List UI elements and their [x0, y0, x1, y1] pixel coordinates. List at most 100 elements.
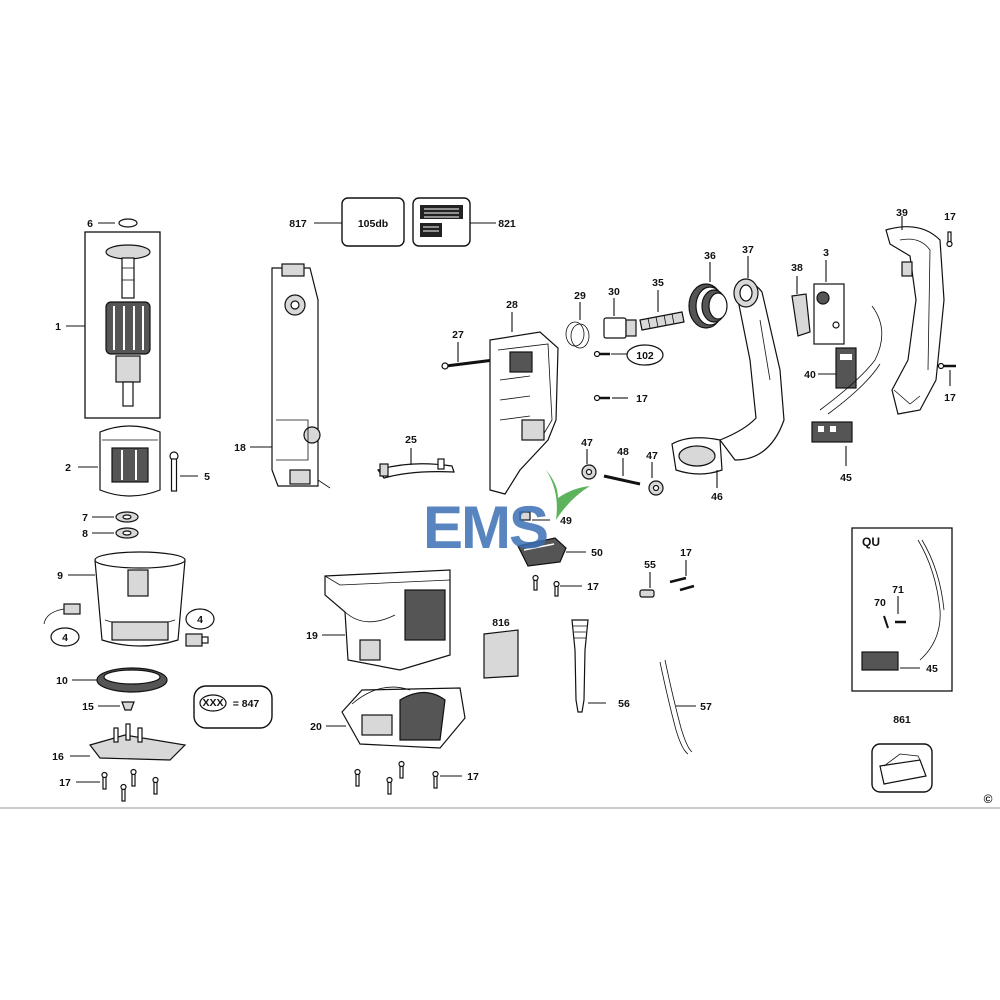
part-label-18: 18	[234, 442, 246, 454]
part-label-861: 861	[893, 714, 911, 726]
part-label-17d: 17	[944, 211, 956, 223]
part-2-stator	[99, 425, 161, 497]
noise-rating-label	[341, 197, 405, 247]
part-55-cable-clamp	[639, 589, 655, 598]
part-18-gear-assembly	[271, 263, 331, 489]
qu-kit-title: QU	[862, 535, 880, 549]
noise-rating-text: 105db	[358, 218, 388, 230]
part-label-5: 5	[204, 471, 210, 483]
xxx-847-badge	[193, 685, 273, 729]
part-17-screw-mid	[593, 394, 610, 402]
part-6-ring	[118, 218, 138, 228]
part-label-29: 29	[574, 290, 586, 302]
part-label-4a: 4	[62, 632, 68, 644]
part-label-17a: 17	[59, 777, 71, 789]
nameplate-label	[412, 197, 471, 247]
part-816-label-sheet	[483, 629, 519, 679]
part-28-housing-half	[489, 331, 559, 495]
part-label-816: 816	[492, 617, 510, 629]
part-label-45a: 45	[840, 472, 852, 484]
ems-watermark: EMS	[423, 470, 590, 561]
part-17-screws-near-clamp	[669, 576, 695, 592]
part-17-screw-right-top	[946, 231, 953, 248]
xxx-badge-value: = 847	[233, 698, 260, 710]
part-label-17f: 17	[587, 581, 599, 593]
part-4-brush-holder-right	[185, 633, 209, 647]
part-label-40: 40	[804, 369, 816, 381]
part-label-36: 36	[704, 250, 716, 262]
armature-frame	[84, 231, 161, 419]
part-861-carry-case	[871, 743, 933, 793]
part-1-armature	[105, 244, 151, 407]
part-17-screws-center-bottom	[354, 760, 439, 795]
part-45-cable-assembly	[811, 305, 883, 443]
part-label-50: 50	[591, 547, 603, 559]
part-49-clip	[519, 511, 531, 521]
part-label-56: 56	[618, 698, 630, 710]
part-label-821: 821	[498, 218, 516, 230]
part-17-screws-bottom-left	[101, 768, 159, 802]
part-label-57: 57	[700, 701, 712, 713]
part-30-block	[603, 317, 637, 339]
part-label-3: 3	[823, 247, 829, 259]
part-19-housing-cover	[324, 569, 451, 671]
xxx-badge-text: XXX	[202, 697, 223, 709]
part-label-20: 20	[310, 721, 322, 733]
part-9-motor-housing	[94, 551, 186, 647]
part-label-6: 6	[87, 218, 93, 230]
part-label-49: 49	[560, 515, 572, 527]
part-37-side-handle	[719, 278, 785, 461]
part-16-base-plate	[88, 723, 187, 761]
part-36-grip-ring	[688, 283, 728, 329]
part-label-1: 1	[55, 321, 61, 333]
part-label-4b: 4	[197, 614, 203, 626]
part-3-switch	[813, 283, 845, 345]
part-57-power-cable	[659, 659, 693, 755]
part-label-30: 30	[608, 286, 620, 298]
part-label-45b: 45	[926, 663, 938, 675]
part-17-screws-under-bracket	[532, 574, 560, 597]
part-38-trigger	[791, 293, 811, 337]
part-label-15: 15	[82, 701, 94, 713]
part-50-bracket	[517, 537, 567, 567]
part-46-handle-end	[671, 437, 723, 475]
part-label-70: 70	[874, 597, 886, 609]
part-label-7: 7	[82, 512, 88, 524]
part-102-screw	[593, 350, 610, 358]
part-label-46: 46	[711, 491, 723, 503]
part-label-71: 71	[892, 584, 904, 596]
part-4-brush-left	[43, 603, 81, 625]
part-35-spring-rod	[639, 311, 685, 331]
part-label-17g: 17	[680, 547, 692, 559]
part-56-cord-guard	[571, 619, 589, 713]
brush-ref-oval-left	[50, 627, 80, 647]
part-label-16: 16	[52, 751, 64, 763]
part-label-27: 27	[452, 329, 464, 341]
part-20-lower-housing	[341, 686, 466, 749]
part-label-17e: 17	[944, 392, 956, 404]
part-label-48: 48	[617, 446, 629, 458]
part-label-10: 10	[56, 675, 68, 687]
part-label-37: 37	[742, 244, 754, 256]
part-5-screw	[169, 451, 179, 492]
part-label-38: 38	[791, 262, 803, 274]
part-29-spring	[565, 321, 590, 349]
part-70-spring	[883, 615, 889, 629]
brush-ref-oval-right	[185, 608, 215, 630]
part-label-817: 817	[289, 218, 307, 230]
part-label-28: 28	[506, 299, 518, 311]
part-8-bearing	[115, 527, 139, 539]
part-40-electronic-module	[835, 347, 857, 389]
part-label-2: 2	[65, 462, 71, 474]
part-label-47a: 47	[581, 437, 593, 449]
svg-text:EMS: EMS	[423, 494, 547, 561]
part-label-55: 55	[644, 559, 656, 571]
part-label-9: 9	[57, 570, 63, 582]
part-7-bearing	[115, 511, 139, 523]
part-label-47b: 47	[646, 450, 658, 462]
part-label-25: 25	[405, 434, 417, 446]
part-25-lever	[377, 458, 455, 479]
qu-kit-frame	[851, 527, 953, 692]
part-47-bushing-right	[648, 480, 664, 496]
